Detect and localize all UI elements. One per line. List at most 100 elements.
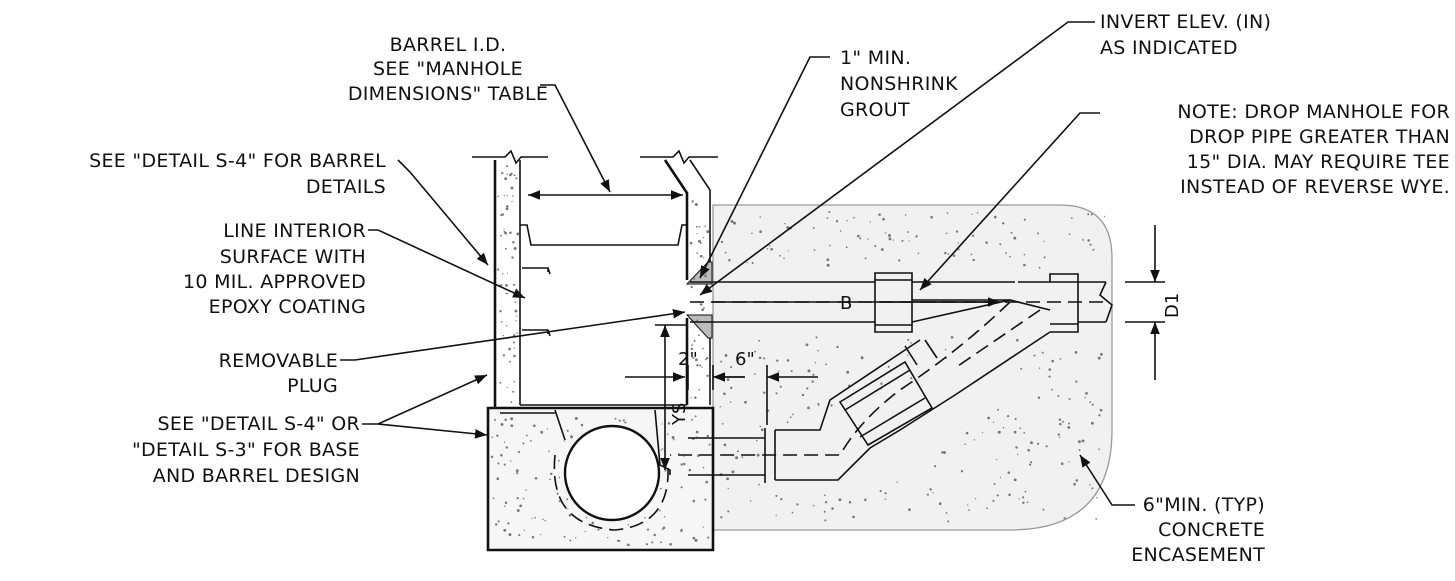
- aggregate-dot: [775, 494, 778, 497]
- aggregate-dot: [947, 253, 950, 255]
- aggregate-dot: [947, 520, 950, 523]
- aggregate-dot: [724, 353, 728, 357]
- aggregate-dot: [917, 252, 920, 254]
- aggregate-dot: [644, 517, 646, 519]
- aggregate-dot: [492, 497, 495, 500]
- aggregate-dot: [702, 526, 704, 528]
- aggregate-dot: [702, 236, 705, 239]
- aggregate-dot: [910, 342, 912, 344]
- aggregate-dot: [908, 508, 911, 512]
- aggregate-dot: [504, 247, 507, 250]
- aggregate-dot: [497, 268, 500, 271]
- aggregate-dot: [1026, 501, 1029, 504]
- aggregate-dot: [662, 526, 666, 530]
- aggregate-dot: [993, 215, 997, 219]
- aggregate-dot: [513, 247, 517, 250]
- aggregate-dot: [531, 536, 535, 539]
- aggregate-dot: [1068, 398, 1071, 400]
- aggregate-dot: [791, 511, 794, 514]
- grout-line-1: 1" MIN.: [840, 47, 911, 69]
- aggregate-dot: [1089, 401, 1092, 403]
- aggregate-dot: [941, 451, 944, 454]
- aggregate-dot: [1045, 445, 1048, 448]
- aggregate-dot: [938, 502, 942, 506]
- aggregate-dot: [494, 418, 496, 421]
- aggregate-dot: [880, 248, 884, 251]
- aggregate-dot: [704, 358, 707, 361]
- aggregate-dot: [703, 307, 705, 309]
- aggregate-dot: [1030, 461, 1033, 464]
- aggregate-dot: [986, 507, 988, 510]
- aggregate-dot: [812, 373, 815, 376]
- aggregate-dot: [501, 172, 504, 175]
- aggregate-dot: [786, 226, 790, 230]
- aggregate-dot: [516, 472, 519, 475]
- aggregate-dot: [786, 421, 789, 424]
- break-line-right: [640, 149, 718, 165]
- aggregate-dot: [884, 232, 887, 234]
- callout-encasement: 6"MIN. (TYP) CONCRETE ENCASEMENT: [1131, 494, 1265, 566]
- aggregate-dot: [513, 174, 516, 177]
- aggregate-dot: [1008, 493, 1011, 497]
- aggregate-dot: [888, 237, 892, 241]
- aggregate-dot: [512, 390, 515, 393]
- aggregate-dot: [494, 523, 498, 526]
- aggregate-dot: [796, 503, 799, 506]
- aggregate-dot: [505, 207, 509, 211]
- aggregate-dot: [996, 494, 999, 497]
- aggregate-dot: [511, 200, 513, 203]
- aggregate-dot: [728, 258, 731, 262]
- aggregate-dot: [697, 239, 701, 243]
- aggregate-dot: [540, 533, 542, 536]
- aggregate-dot: [882, 217, 885, 221]
- aggregate-dot: [497, 520, 500, 523]
- aggregate-dot: [789, 416, 792, 419]
- aggregate-dot: [661, 448, 664, 450]
- aggregate-dot: [563, 440, 565, 442]
- aggregate-dot: [1024, 490, 1027, 493]
- aggregate-dot: [513, 380, 516, 383]
- aggregate-dot: [1089, 243, 1092, 246]
- aggregate-dot: [1013, 478, 1017, 482]
- aggregate-dot: [880, 382, 883, 385]
- aggregate-dot: [741, 456, 744, 459]
- right-barrel-wall: [663, 159, 689, 280]
- aggregate-dot: [533, 424, 536, 427]
- aggregate-dot: [516, 509, 520, 512]
- encasement-line-3: ENCASEMENT: [1131, 544, 1265, 566]
- aggregate-dot: [1100, 353, 1103, 356]
- aggregate-dot: [720, 516, 723, 519]
- aggregate-dot: [503, 228, 505, 230]
- aggregate-dot: [699, 303, 703, 306]
- aggregate-dot: [887, 365, 890, 368]
- aggregate-dot: [910, 377, 913, 380]
- aggregate-dot: [721, 422, 724, 425]
- aggregate-dot: [691, 344, 693, 346]
- leader-lines: [340, 21, 1135, 506]
- aggregate-dot: [985, 241, 988, 244]
- aggregate-dot: [515, 469, 519, 473]
- dimension-6in-label: 6": [735, 349, 755, 370]
- aggregate-dot: [504, 177, 507, 181]
- barrel-joint: [520, 224, 687, 246]
- aggregate-dot: [497, 462, 500, 465]
- aggregate-dot: [944, 348, 947, 351]
- aggregate-dot: [506, 386, 508, 389]
- callout-line-interior: LINE INTERIOR SURFACE WITH 10 MIL. APPRO…: [183, 220, 366, 318]
- aggregate-dot: [835, 220, 839, 223]
- aggregate-dot: [549, 478, 551, 481]
- aggregate-dot: [1067, 426, 1071, 429]
- aggregate-dot: [839, 230, 842, 232]
- aggregate-dot: [697, 334, 700, 337]
- aggregate-dot: [878, 213, 881, 216]
- aggregate-dot: [616, 539, 620, 542]
- aggregate-dot: [1070, 217, 1073, 219]
- callout-grout: 1" MIN. NONSHRINK GROUT: [840, 47, 958, 121]
- callout-note: NOTE: DROP MANHOLE FOR DROP PIPE GREATER…: [1177, 101, 1449, 198]
- aggregate-dot: [680, 486, 683, 489]
- aggregate-dot: [981, 432, 984, 434]
- aggregate-dot: [869, 221, 871, 223]
- aggregate-dot: [826, 263, 830, 267]
- aggregate-dot: [659, 487, 662, 490]
- aggregate-dot: [544, 519, 546, 522]
